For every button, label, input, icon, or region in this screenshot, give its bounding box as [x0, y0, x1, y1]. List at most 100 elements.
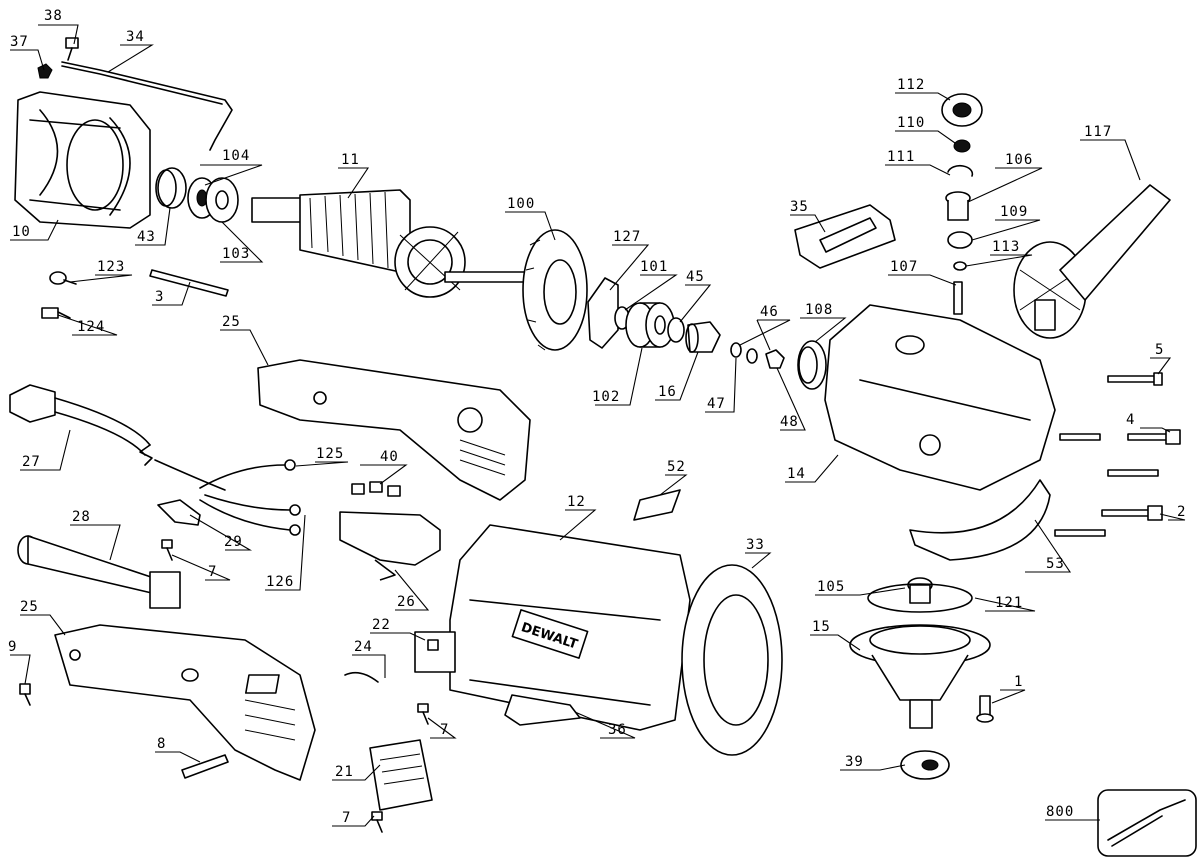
callout-26: 26 [397, 594, 416, 610]
part-gear-15 [849, 624, 991, 729]
part-brush-24 [244, 671, 379, 694]
part-oring-121 [867, 583, 973, 613]
part-cover-21 [369, 739, 433, 811]
part-gearcase-14 [824, 304, 1056, 491]
callout-25-bottom: 25 [20, 599, 39, 615]
callout-numbers: 38 37 34 10 104 43 103 11 100 123 3 124 … [8, 8, 1186, 826]
leader-lines [10, 24, 1186, 827]
callout-100: 100 [507, 196, 535, 212]
part-ring-43 [155, 167, 187, 209]
callout-101: 101 [640, 259, 668, 275]
callout-111: 111 [887, 149, 915, 165]
callout-46: 46 [760, 304, 779, 320]
part-pin-8 [181, 754, 229, 779]
callout-108: 108 [805, 302, 833, 318]
part-bearing-102 [625, 302, 675, 348]
callout-7-a: 7 [208, 564, 217, 580]
callout-1: 1 [1014, 674, 1023, 690]
callout-15: 15 [812, 619, 831, 635]
callout-14: 14 [787, 466, 806, 482]
part-screw-7b [417, 703, 429, 725]
part-screw-7c [371, 811, 383, 833]
part-guard-53 [909, 479, 1051, 561]
part-pinion-16 [685, 321, 721, 353]
part-field-10 [14, 91, 151, 229]
callout-28: 28 [72, 509, 91, 525]
callout-52: 52 [667, 459, 686, 475]
callout-125: 125 [316, 446, 344, 462]
part-label-36 [504, 694, 581, 726]
callout-117: 117 [1084, 124, 1112, 140]
part-connector-124 [41, 307, 71, 319]
callout-121: 121 [995, 595, 1023, 611]
callout-123: 123 [97, 259, 125, 275]
callout-39: 39 [845, 754, 864, 770]
callout-24: 24 [354, 639, 373, 655]
part-label-52 [633, 489, 681, 521]
part-switch-26 [339, 511, 441, 581]
part-wire-125 [199, 459, 296, 489]
part-screw-38 [65, 37, 79, 61]
callout-127: 127 [613, 229, 641, 245]
part-rod-3 [149, 269, 229, 297]
part-washer-46 [746, 348, 758, 364]
part-screw-5 [1107, 372, 1163, 386]
part-screw-9 [19, 683, 31, 706]
part-screw-2 [1101, 505, 1163, 521]
part-flange-105 [907, 577, 933, 604]
callout-104: 104 [222, 148, 250, 164]
callout-112: 112 [897, 77, 925, 93]
callout-48: 48 [780, 414, 799, 430]
callout-11: 11 [341, 152, 360, 168]
callout-800: 800 [1046, 804, 1074, 820]
callout-10: 10 [12, 224, 31, 240]
callout-53: 53 [1046, 556, 1065, 572]
part-wire-34 [61, 61, 233, 151]
part-clamp-29 [157, 499, 201, 526]
part-screw-unlabeled-c [1054, 529, 1106, 537]
callout-35: 35 [790, 199, 809, 215]
part-screw-1 [976, 695, 994, 723]
part-armature-11 [251, 189, 526, 298]
part-wrench-800 [1097, 789, 1197, 857]
part-pin-107 [953, 281, 963, 315]
callout-38: 38 [44, 8, 63, 24]
callout-7-c: 7 [342, 810, 351, 826]
callout-33: 33 [746, 537, 765, 553]
callout-107: 107 [890, 259, 918, 275]
part-screw-unlabeled-b [1107, 469, 1159, 477]
part-screw-4 [1127, 429, 1181, 445]
part-spring-110 [953, 139, 971, 153]
part-ring-113 [953, 261, 967, 271]
part-nut-48 [765, 349, 785, 369]
callout-109: 109 [1000, 204, 1028, 220]
callout-126: 126 [266, 574, 294, 590]
callout-103: 103 [222, 246, 250, 262]
callout-5: 5 [1155, 342, 1164, 358]
part-baffle-100 [522, 229, 588, 351]
callout-124: 124 [77, 319, 105, 335]
callout-43: 43 [137, 229, 156, 245]
part-cord-27 [9, 384, 226, 491]
part-cap-106 [945, 191, 971, 221]
callout-34: 34 [126, 29, 145, 45]
part-housing-half-25a [257, 359, 531, 501]
part-nut-37 [37, 63, 53, 79]
part-screw-unlabeled-a [1059, 433, 1101, 441]
part-clip-111 [947, 164, 974, 177]
callout-36: 36 [608, 722, 627, 738]
part-clips-40 [351, 481, 401, 497]
callout-7-b: 7 [440, 722, 449, 738]
part-housing-half-25b [54, 624, 316, 781]
part-ring-108 [797, 340, 827, 390]
part-motor-housing-12: DEWALT [449, 524, 691, 731]
callout-12: 12 [567, 494, 586, 510]
part-washer-103 [205, 177, 239, 223]
part-handle-117 [1013, 184, 1171, 339]
part-nameplate-35 [794, 204, 896, 269]
callout-2: 2 [1177, 504, 1186, 520]
callout-22: 22 [372, 617, 391, 633]
callout-25-top: 25 [222, 314, 241, 330]
part-bearing-39 [900, 750, 950, 780]
